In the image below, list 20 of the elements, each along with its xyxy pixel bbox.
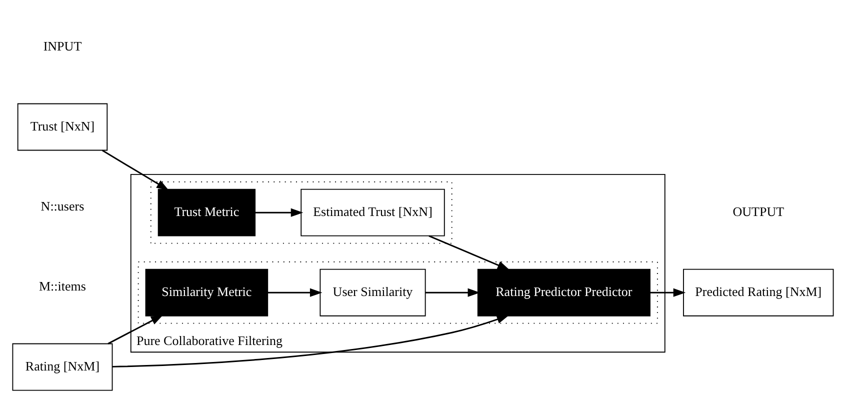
arrow [428, 235, 510, 270]
arrow [650, 288, 686, 297]
node-box: Trust Metric [158, 188, 256, 236]
arrow [102, 150, 169, 190]
node-box: Estimated Trust [NxN] [300, 188, 445, 236]
node-box: Similarity Metric [145, 268, 268, 316]
node-box: Rating [NxM] [12, 343, 113, 391]
label: N::users [40, 198, 84, 214]
node-box: Rating Predictor Predictor [477, 268, 650, 316]
arrow [425, 288, 480, 297]
label: INPUT [43, 38, 82, 54]
node-box: Trust [NxN] [17, 103, 108, 151]
node-box: User Similarity [320, 268, 426, 316]
arrow [268, 288, 322, 297]
label: M::items [38, 278, 86, 294]
label: OUTPUT [732, 204, 784, 220]
arrow [112, 315, 510, 368]
arrow [255, 208, 304, 217]
node-box: Predicted Rating [NxM] [683, 268, 834, 316]
arrow [108, 314, 164, 344]
